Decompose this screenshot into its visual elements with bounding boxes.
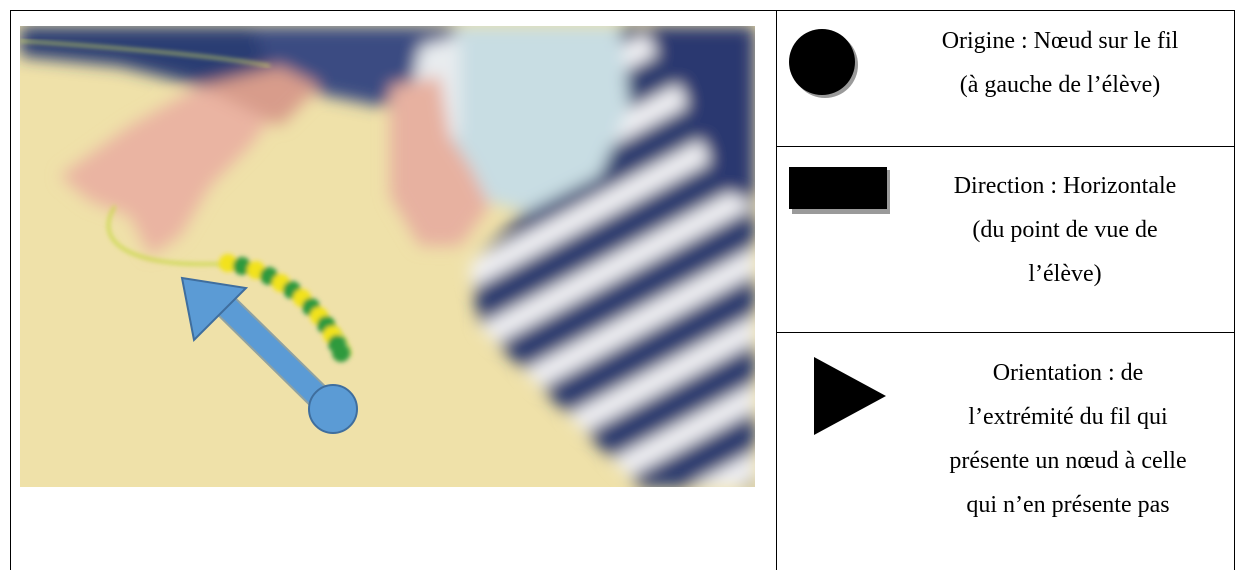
orientation-line-4: qui n’en présente pas	[898, 483, 1238, 527]
classroom-photo	[20, 26, 755, 487]
orientation-line-2: l’extrémité du fil qui	[898, 395, 1238, 439]
direction-line-3: l’élève)	[900, 252, 1230, 296]
filled-circle-icon	[787, 27, 861, 101]
row-divider-1	[777, 146, 1235, 147]
direction-line-2: (du point de vue de	[900, 208, 1230, 252]
filled-rectangle-icon	[787, 165, 891, 215]
origin-line-1: Origine : Nœud sur le fil	[900, 19, 1220, 63]
orientation-line-3: présente un nœud à celle	[898, 439, 1238, 483]
filled-triangle-icon	[810, 355, 890, 437]
direction-line-1: Direction : Horizontale	[900, 164, 1230, 208]
orientation-description: Orientation : de l’extrémité du fil qui …	[898, 351, 1238, 527]
column-divider	[776, 10, 777, 570]
origin-description: Origine : Nœud sur le fil (à gauche de l…	[900, 19, 1220, 107]
origin-line-2: (à gauche de l’élève)	[900, 63, 1220, 107]
direction-description: Direction : Horizontale (du point de vue…	[900, 164, 1230, 296]
row-divider-2	[777, 332, 1235, 333]
orientation-line-1: Orientation : de	[898, 351, 1238, 395]
